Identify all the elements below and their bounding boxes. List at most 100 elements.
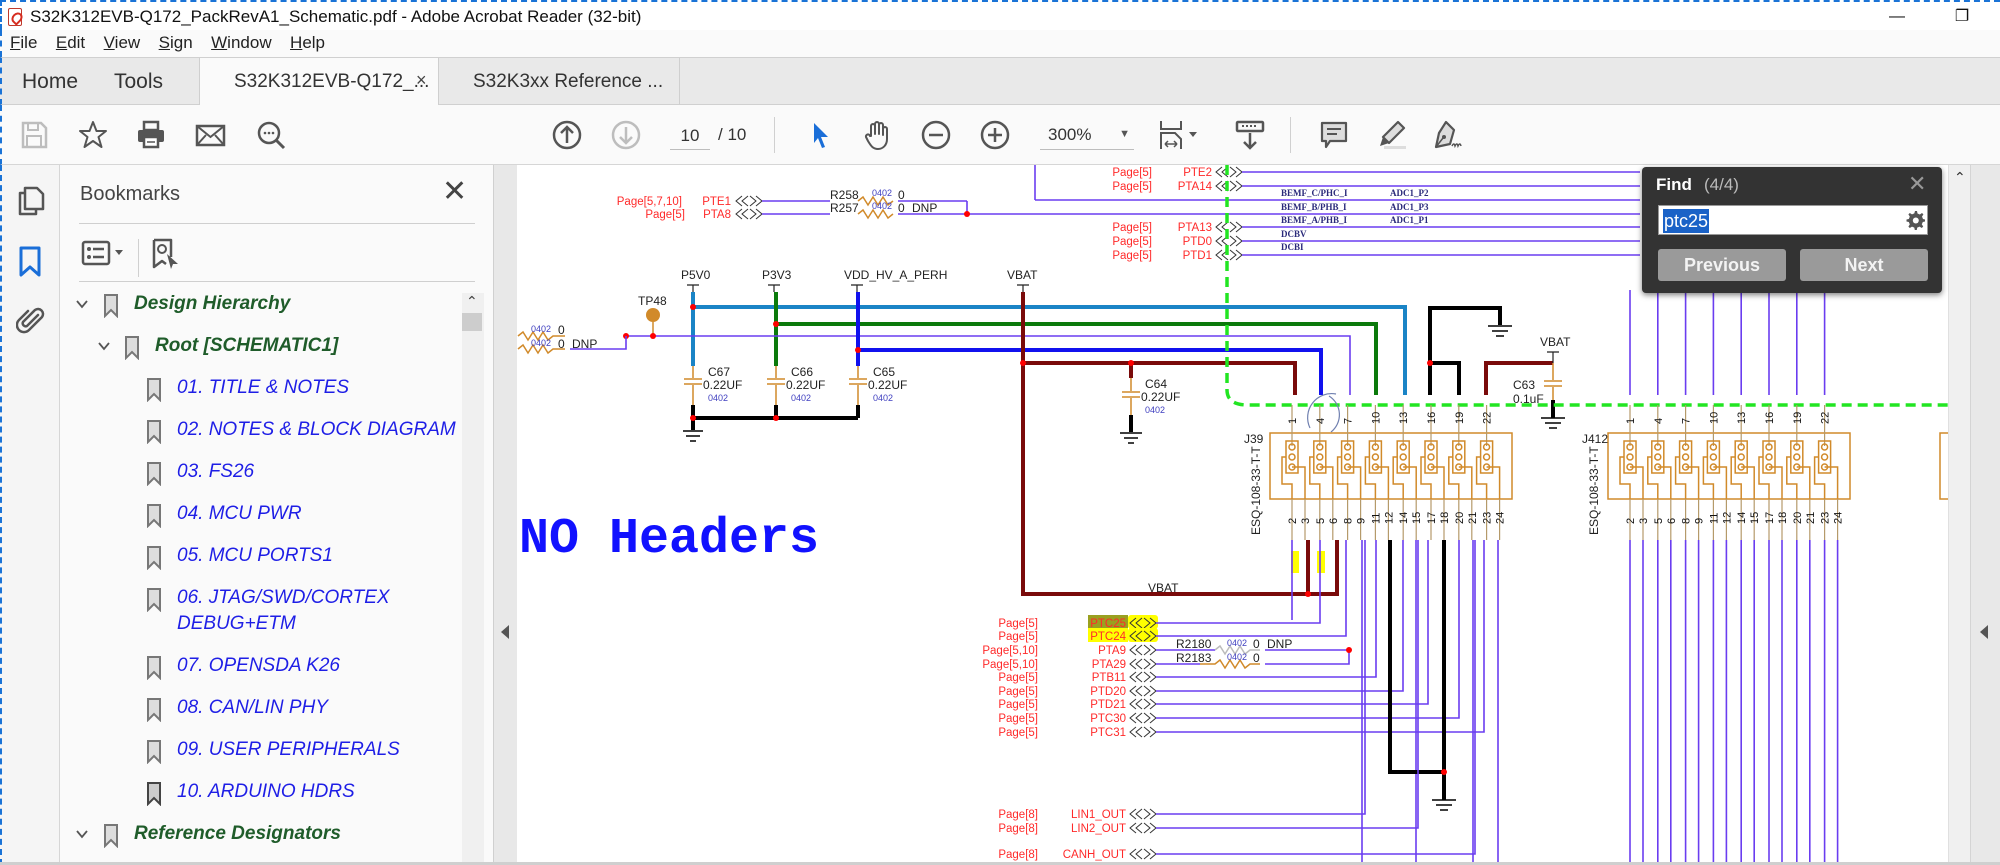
pin-route xyxy=(1786,456,1811,499)
chevron-down-icon[interactable] xyxy=(75,827,89,841)
bookmark-06-jtag-swd[interactable]: 06. JTAG/SWD/CORTEX DEBUG+ETM xyxy=(60,583,460,645)
menu-edit[interactable]: Edit xyxy=(56,30,85,53)
save-icon[interactable] xyxy=(18,119,50,151)
panel-splitter[interactable] xyxy=(494,165,517,865)
find-input-field[interactable]: ptc25 xyxy=(1658,205,1928,235)
minimize-button[interactable]: — xyxy=(1889,8,1905,25)
select-cursor-icon[interactable] xyxy=(804,119,836,151)
bookmark-07-opensda-k26[interactable]: 07. OPENSDA K26 xyxy=(60,651,460,687)
menu-sign[interactable]: Sign xyxy=(159,30,193,53)
gear-icon[interactable] xyxy=(1905,210,1925,230)
connector-body xyxy=(1269,432,1513,500)
pin-number: 15 xyxy=(1749,512,1761,524)
print-icon[interactable] xyxy=(135,119,167,151)
tab-close-button[interactable]: × xyxy=(416,70,427,90)
zoom-level-dropdown[interactable]: 300% ▼ xyxy=(1040,120,1134,150)
menu-help[interactable]: Help xyxy=(290,30,325,53)
bookmark-10-arduino-hdrs[interactable]: 10. ARDUINO HDRS xyxy=(60,777,460,813)
menu-window[interactable]: Window xyxy=(211,30,271,53)
zoom-in-icon[interactable] xyxy=(979,119,1011,151)
tab-document-schematic[interactable]: S32K312EVB-Q172_... × xyxy=(199,58,439,106)
scroll-up-icon[interactable]: ⌃ xyxy=(466,293,478,309)
bookmark-04-mcu-pwr[interactable]: 04. MCU PWR xyxy=(60,499,460,535)
bookmark-01-title-notes[interactable]: 01. TITLE & NOTES xyxy=(60,373,460,409)
bookmarks-scrollbar[interactable]: ⌃ xyxy=(462,293,484,865)
right-pane-toggle[interactable] xyxy=(1970,165,2000,865)
menu-file[interactable]: File xyxy=(10,30,37,53)
tab-tools[interactable]: Tools xyxy=(114,70,164,93)
pin-contact xyxy=(1793,443,1801,451)
pin-contact xyxy=(1316,453,1324,461)
sign-icon[interactable] xyxy=(1432,119,1464,151)
bookmark-icon xyxy=(147,546,161,570)
bus-label: DCBV xyxy=(1281,229,1307,239)
menu-view[interactable]: View xyxy=(104,30,141,53)
bookmark-02-notes-block-diagram[interactable]: 02. NOTES & BLOCK DIAGRAM xyxy=(60,415,460,451)
bookmark-panel-icon[interactable] xyxy=(18,245,44,279)
resistor-dnp: DNP xyxy=(572,337,597,351)
pin-number: 13 xyxy=(1398,412,1410,424)
highlight-icon[interactable] xyxy=(1376,119,1408,151)
chevron-down-icon[interactable] xyxy=(75,297,89,311)
bookmark-09-user-peripherals[interactable]: 09. USER PERIPHERALS xyxy=(60,735,460,771)
junction-dot xyxy=(690,415,696,421)
resistor-package: 0402 xyxy=(1227,652,1247,662)
junction-dot xyxy=(964,211,970,217)
tab-home[interactable]: Home xyxy=(22,70,79,93)
find-query-selected[interactable]: ptc25 xyxy=(1663,209,1710,233)
page-number-input[interactable] xyxy=(670,122,710,150)
chevron-down-icon[interactable] xyxy=(97,339,111,353)
hand-tool-icon[interactable] xyxy=(862,119,894,151)
attachments-icon[interactable] xyxy=(16,305,46,337)
bookmark-design-hierarchy[interactable]: Design Hierarchy xyxy=(60,289,460,325)
bookmark-05-mcu-ports1[interactable]: 05. MCU PORTS1 xyxy=(60,541,460,577)
bookmark-icon xyxy=(147,740,161,764)
pin-contact xyxy=(1709,443,1718,451)
expand-right-pane-icon[interactable] xyxy=(1980,625,1988,639)
collapse-left-icon[interactable] xyxy=(501,625,509,639)
page-thumbnails-icon[interactable] xyxy=(16,185,46,217)
offpage-row-pta29: Page[5,10]PTA29 xyxy=(982,658,1157,671)
tab-document-reference[interactable]: S32K3xx Reference ... xyxy=(439,58,680,105)
comment-icon[interactable] xyxy=(1318,119,1350,151)
search-icon[interactable] xyxy=(255,119,287,151)
offpage-row-ptc25: Page[5]PTC25 xyxy=(998,615,1158,630)
pin-contact xyxy=(1737,443,1745,451)
find-next-button[interactable]: Next xyxy=(1800,249,1928,281)
document-vertical-scrollbar[interactable]: ⌃ xyxy=(1948,165,1970,865)
zoom-out-icon[interactable] xyxy=(920,119,952,151)
bookmark-03-fs26[interactable]: 03. FS26 xyxy=(60,457,460,493)
toolbar-separator xyxy=(774,117,775,153)
offpage-page-ref: Page[5] xyxy=(998,631,1038,643)
find-previous-button[interactable]: Previous xyxy=(1658,249,1786,281)
scroll-mode-icon[interactable] xyxy=(1234,119,1266,151)
pin-contact xyxy=(1482,453,1491,461)
pin-number: 13 xyxy=(1736,412,1748,424)
page-down-icon[interactable] xyxy=(610,119,642,151)
close-bookmarks-button[interactable]: ✕ xyxy=(442,175,468,208)
bookmark-icon xyxy=(147,656,161,680)
bookmark-root-schematic1[interactable]: Root [SCHEMATIC1] xyxy=(60,331,460,367)
connector-body xyxy=(1939,432,1948,500)
menu-label: elp xyxy=(302,33,326,52)
bookmark-star-icon[interactable] xyxy=(77,119,109,151)
find-close-button[interactable]: ✕ xyxy=(1908,171,1927,196)
bookmark-options-icon[interactable] xyxy=(81,240,125,266)
new-bookmark-icon[interactable] xyxy=(151,237,181,271)
pin-route xyxy=(1813,456,1839,499)
scrollbar-thumb[interactable] xyxy=(462,313,482,331)
bookmark-icon xyxy=(147,504,161,528)
page-up-icon[interactable] xyxy=(551,119,583,151)
bookmark-icon xyxy=(104,294,118,318)
email-icon[interactable] xyxy=(194,119,226,151)
net-wire xyxy=(570,336,627,350)
pin-number: 23 xyxy=(1820,512,1832,524)
restore-button[interactable]: ❐ xyxy=(1954,8,1970,25)
pin-number: 10 xyxy=(1708,412,1720,424)
document-page[interactable]: .net { stroke: #6a3df0; stroke-width: 1.… xyxy=(517,165,1948,865)
bookmark-08-can-lin-phy[interactable]: 08. CAN/LIN PHY xyxy=(60,693,460,729)
bookmark-reference-designators[interactable]: Reference Designators xyxy=(60,819,460,855)
fit-page-icon[interactable] xyxy=(1157,119,1203,151)
scroll-up-icon[interactable]: ⌃ xyxy=(1954,169,1966,185)
pin-contact xyxy=(1371,453,1380,461)
